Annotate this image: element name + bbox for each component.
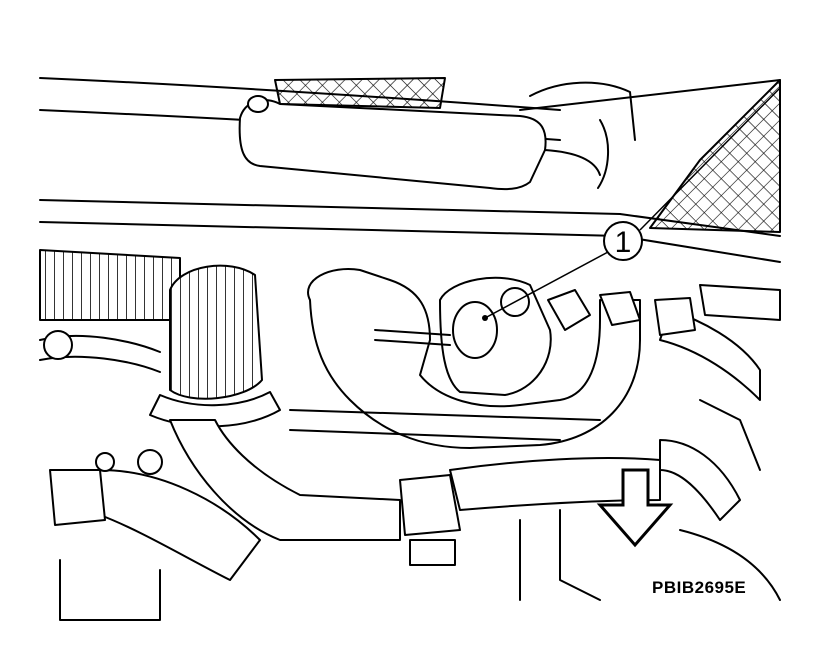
right-grille-mesh	[649, 79, 781, 233]
air-intake-hose	[149, 264, 281, 428]
right-hose	[659, 284, 781, 521]
lower-elbow-pipe	[49, 419, 401, 581]
front-arrow-icon	[596, 468, 674, 548]
top-grille-mesh	[274, 77, 446, 109]
heater-hose	[307, 268, 661, 566]
figure-code: PBIB2695E	[652, 578, 747, 597]
left-corrugated-duct	[39, 249, 181, 373]
callout-number: 1	[615, 226, 632, 259]
strut-brace-bar	[238, 95, 610, 191]
engine-block-details	[59, 399, 781, 621]
callout-1: 1	[482, 87, 781, 321]
